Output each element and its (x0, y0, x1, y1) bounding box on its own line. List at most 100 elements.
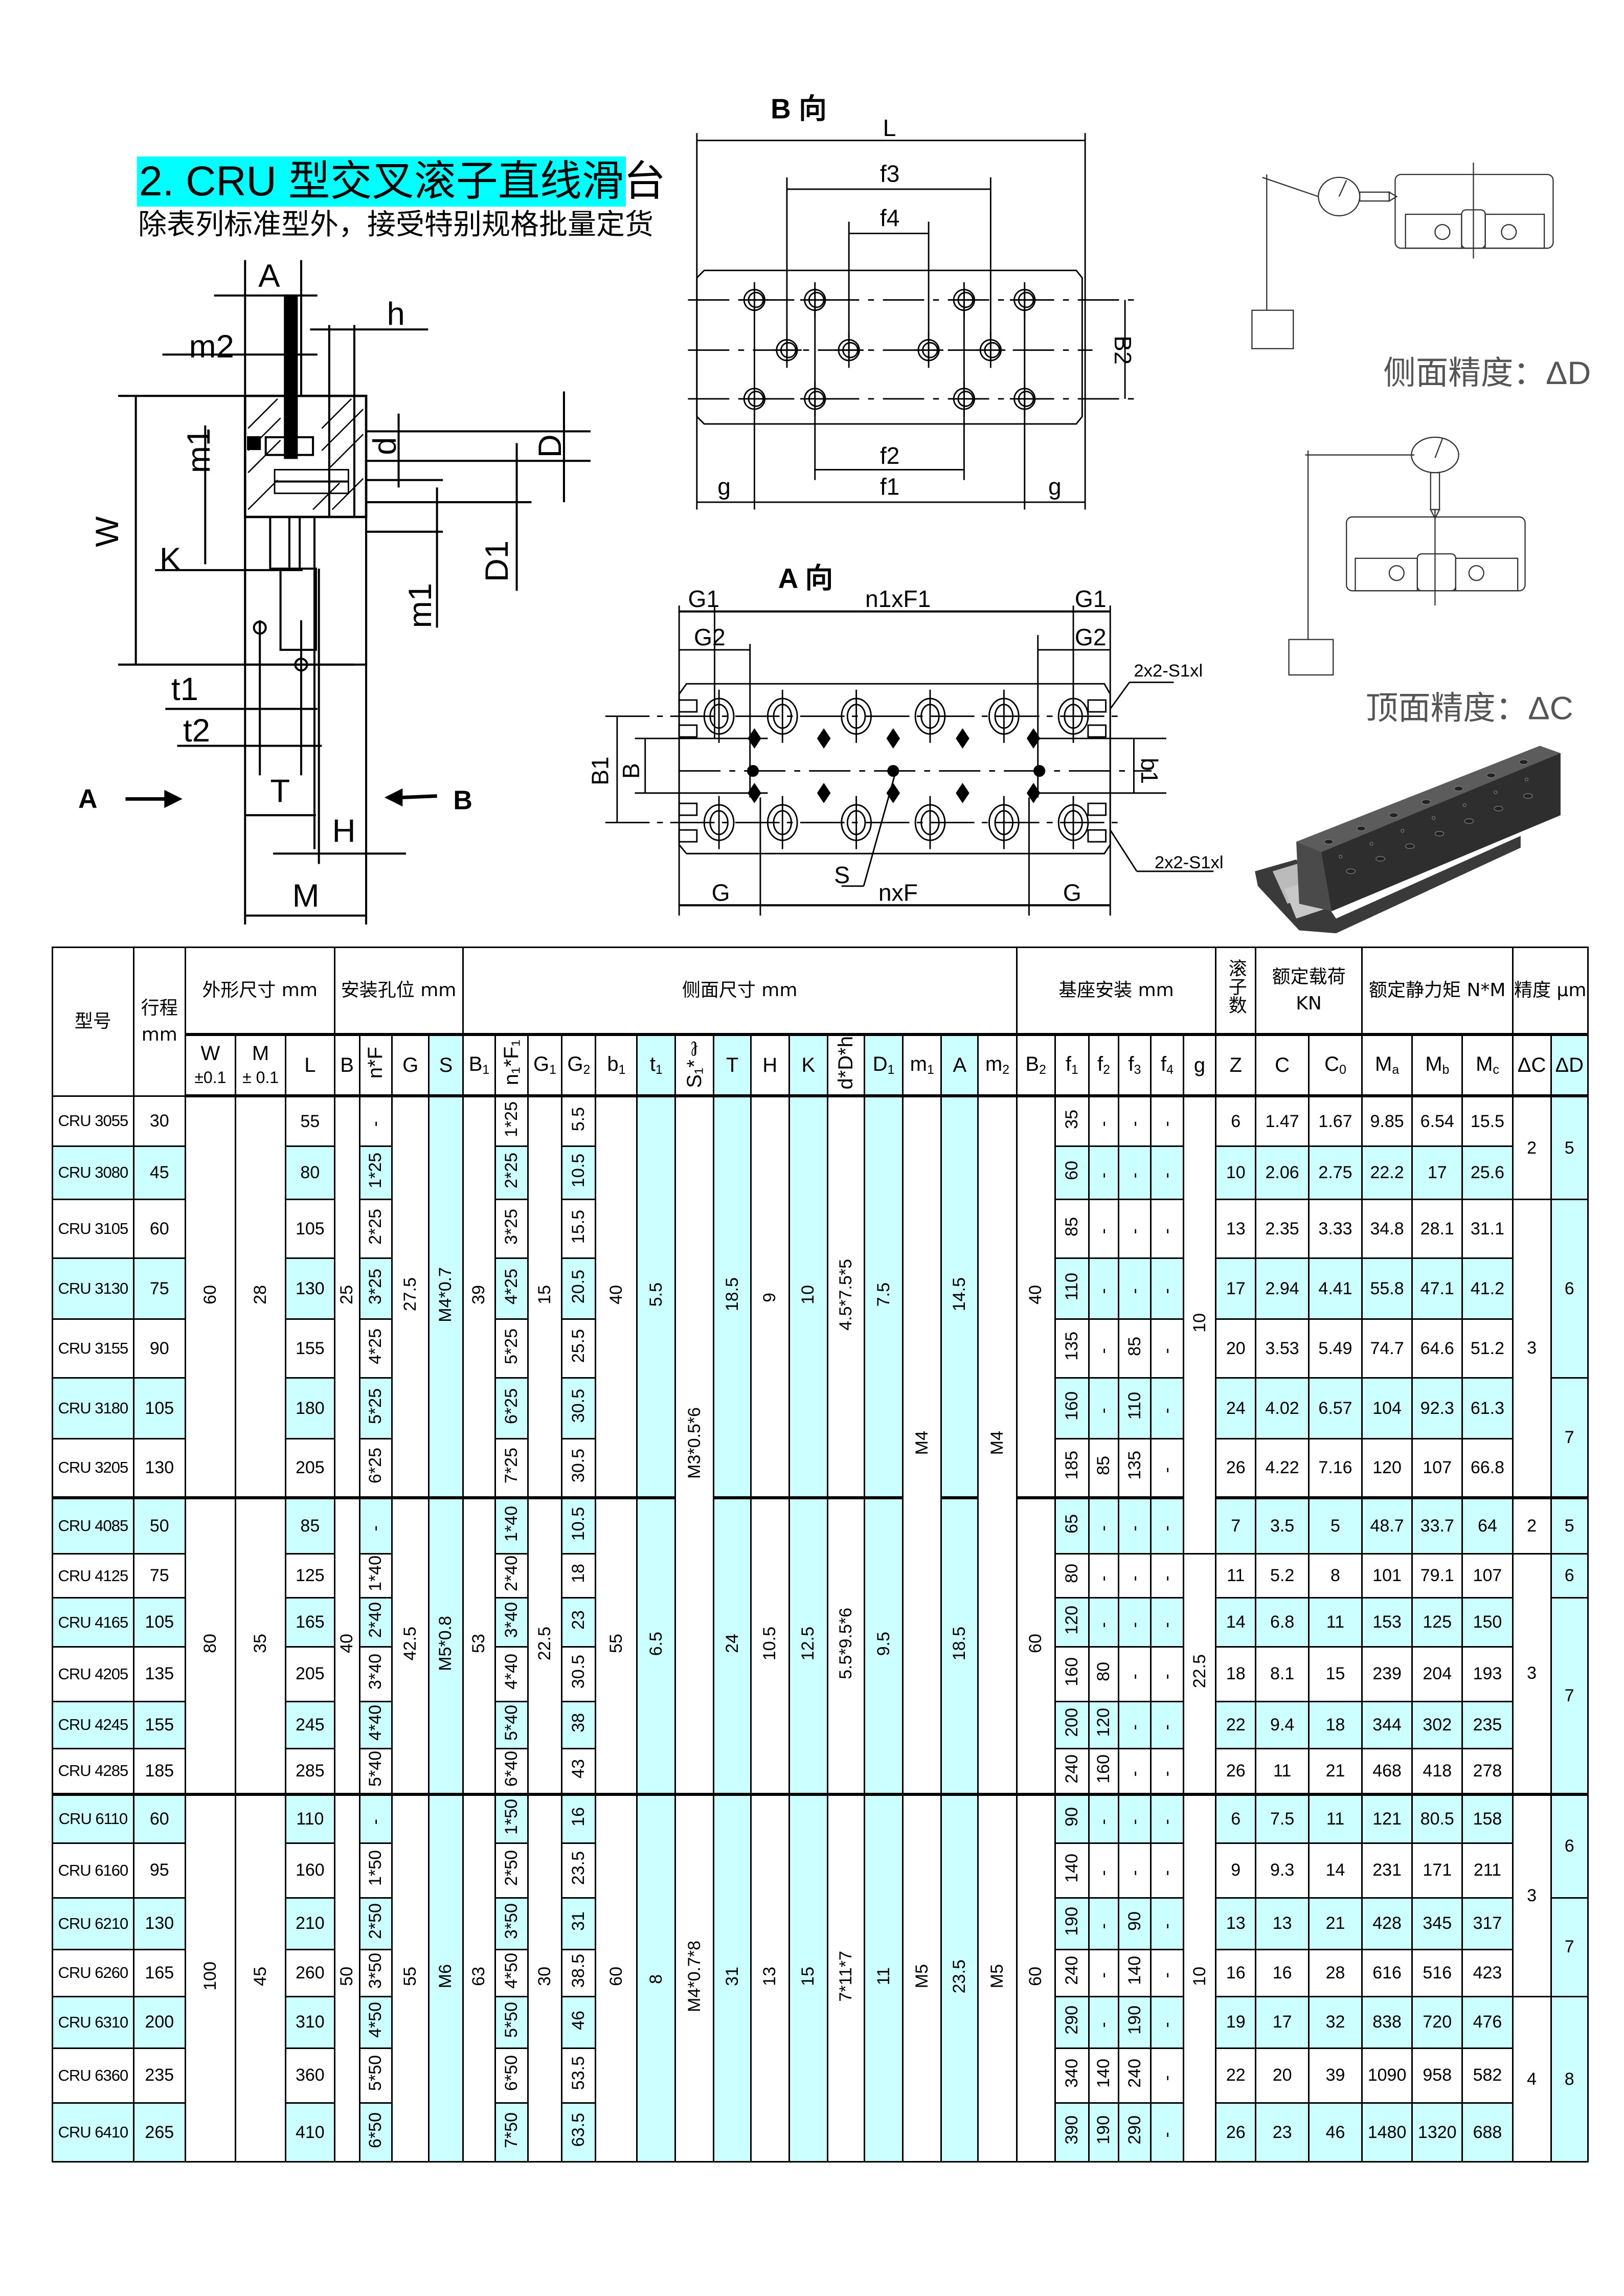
cell-f3: 90 (1117, 1897, 1152, 1950)
cell-mb: 1320 (1411, 2102, 1463, 2163)
side-tap-icon (1087, 724, 1107, 738)
cell-f2: - (1088, 1897, 1119, 1950)
cell-text: 30.5 (569, 1448, 589, 1482)
top-accuracy-label: 顶面精度：ΔC (1366, 690, 1573, 727)
cell-text: 190 (1093, 2115, 1113, 2145)
cell-n1f1: 3*50 (494, 1897, 529, 1950)
cell-f2: - (1088, 1995, 1119, 2049)
cell-text: 3*40 (501, 1602, 521, 1638)
cell-f3: - (1117, 1747, 1152, 1795)
cell-text: 6 (1231, 1809, 1241, 1829)
cell-z: 16 (1215, 1948, 1257, 1997)
header-text: f (1128, 1052, 1134, 1075)
cell-text: 11 (1273, 1761, 1292, 1781)
svg-text:t1: t1 (171, 671, 198, 707)
cell-s1l: M4*0.7*8 (674, 1792, 715, 2163)
cell-c0: 18 (1308, 1700, 1363, 1749)
cell-k: 15 (788, 1792, 828, 2163)
cell-g2: 5.5 (561, 1095, 597, 1147)
cell-l: 160 (285, 1842, 335, 1899)
cell-text: 9 (1231, 1860, 1241, 1880)
cell-text: 160 (1093, 1754, 1113, 1784)
svg-text:t2: t2 (183, 712, 210, 749)
cell-g2: 23 (561, 1597, 597, 1648)
cell-f2: - (1088, 1842, 1119, 1899)
cell-text: - (1093, 1525, 1113, 1532)
cell-c0: 6.57 (1308, 1377, 1363, 1439)
cell-n1f1: 5*50 (494, 1995, 529, 2049)
header-text: K (801, 1053, 816, 1076)
header-text: D (872, 1052, 888, 1075)
cell-text: 95 (149, 1860, 169, 1880)
cell-text: 105 (145, 1398, 174, 1418)
cell-text: 80.5 (1420, 1809, 1454, 1829)
cell-n1f1: 6*40 (494, 1747, 529, 1795)
cell-g2: 43 (561, 1747, 597, 1795)
cell-text: CRU 3055 (58, 1112, 129, 1130)
cell-b2: 40 (1016, 1095, 1056, 1499)
cell-f3: - (1117, 1095, 1152, 1147)
cell-g: 42.5 (391, 1496, 430, 1795)
cell-text: 5 (1330, 1516, 1340, 1536)
cell-text: 15 (798, 1966, 818, 1986)
cell-text: 3*50 (366, 1952, 386, 1989)
cell-text: M4 (912, 1431, 932, 1455)
cell-text: 20.5 (569, 1269, 589, 1303)
cell-f1: 60 (1054, 1145, 1090, 1200)
cell-nf: - (358, 1095, 393, 1147)
cell-mc: 64 (1461, 1496, 1514, 1555)
column-header-m2: m2 (977, 1032, 1018, 1098)
cell-l: 125 (285, 1552, 335, 1599)
column-header-ma: Ma (1361, 1032, 1413, 1098)
column-header-b2: B2 (1016, 1032, 1056, 1098)
cell-text: 18 (1325, 1715, 1345, 1735)
cell-text: 9.5 (873, 1631, 893, 1656)
cell-mc: 41.2 (1461, 1257, 1514, 1320)
cell-f4: - (1150, 1646, 1184, 1702)
cell-g2: 38.5 (561, 1948, 597, 1997)
cell-mc: 61.3 (1461, 1377, 1514, 1439)
header-tolerance: ± 0.1 (242, 1068, 279, 1087)
cell-mc: 66.8 (1461, 1437, 1514, 1499)
cell-text: 74.7 (1370, 1338, 1404, 1358)
cell-c: 16 (1255, 1948, 1310, 1997)
header-subscript: 1 (549, 1063, 556, 1077)
header-subscript: 4 (1166, 1063, 1174, 1077)
tapped-hole-icon (817, 782, 831, 803)
cell-text: CRU 3105 (58, 1220, 129, 1238)
cell-text: 418 (1423, 1761, 1452, 1781)
cell-f2: - (1088, 1948, 1119, 1997)
cell-text: 安装孔位 mm (341, 979, 457, 1001)
cell-text: 3*25 (366, 1268, 386, 1304)
model-cell: CRU 3180 (52, 1377, 134, 1439)
cell-text: 22 (1226, 1715, 1246, 1735)
cell-text: 42.5 (400, 1627, 420, 1661)
cell-text: M3*0.5*6 (684, 1407, 704, 1479)
cell-text: 205 (295, 1664, 325, 1684)
header-subscript: 2 (1002, 1063, 1010, 1077)
cell-text: - (1124, 1525, 1144, 1532)
cell-f2: - (1088, 1095, 1119, 1147)
column-header-f4: f4 (1150, 1032, 1184, 1098)
cell-text: 3*40 (366, 1654, 386, 1690)
cell-text: 2*50 (366, 1903, 386, 1940)
cell-text: - (1157, 1525, 1177, 1532)
cell-text: - (1124, 1121, 1144, 1127)
svg-text:D: D (532, 434, 568, 458)
cell-text: 55 (300, 1111, 320, 1131)
cell-text: 53.5 (569, 2056, 589, 2090)
cell-text: 720 (1423, 2012, 1452, 2032)
cell-mb: 80.5 (1411, 1792, 1463, 1844)
cell-text: 2.94 (1265, 1278, 1299, 1298)
cell-f3: 85 (1117, 1318, 1152, 1379)
b-view-labels: B 向 L f3 f4 f2 f1 g g B2 (717, 93, 1136, 500)
cell-text: 7*50 (501, 2112, 521, 2148)
cell-mb: 345 (1411, 1897, 1463, 1950)
cell-text: 2.06 (1265, 1162, 1299, 1182)
header-text: B (340, 1053, 354, 1076)
cell-b1: 53 (462, 1496, 497, 1795)
cell-f3: - (1117, 1842, 1152, 1899)
cell-dd: 6 (1550, 1792, 1589, 1899)
